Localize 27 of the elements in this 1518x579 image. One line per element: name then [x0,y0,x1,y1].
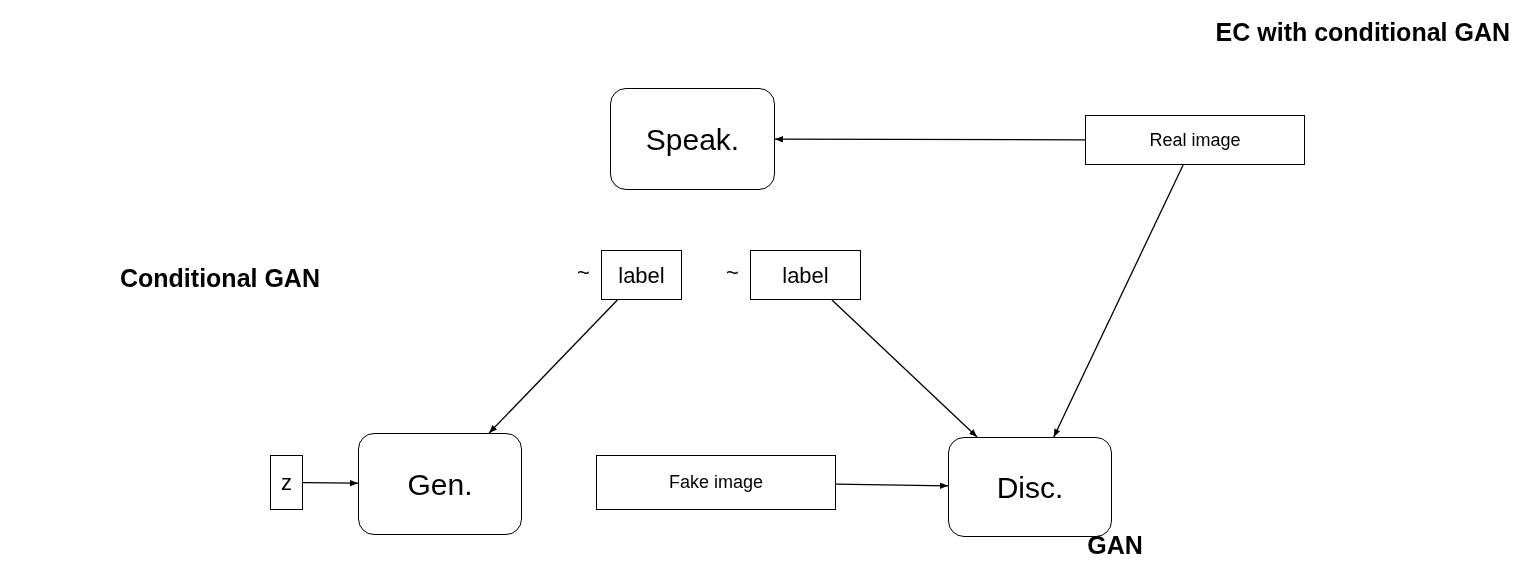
input-box [270,455,303,510]
arrow [835,482,949,489]
process-box [610,88,775,190]
node-label: Fake image [668,471,763,494]
node-label: Real image [1149,128,1241,152]
input-box [601,250,682,300]
tilde-sign: ~ [577,262,590,284]
node-label: Gen. [407,466,473,503]
section-heading: GAN [1086,530,1144,561]
section-heading: EC with conditional GAN [1214,17,1510,48]
node-label: Speak. [645,121,740,158]
process-box [358,433,522,535]
node-label: label [618,261,665,290]
arrow [774,136,1086,143]
node-label: z [281,469,292,497]
section-heading: Conditional GAN [120,263,321,294]
input-box [596,455,836,510]
node-label: Disc. [996,469,1064,506]
arrow [302,479,359,487]
arrow [831,299,978,438]
input-box [1085,115,1305,165]
arrow [488,299,619,434]
arrow [1053,164,1184,438]
tilde-sign: ~ [726,262,739,284]
input-box [750,250,861,300]
process-box [948,437,1112,537]
node-label: label [782,261,829,290]
